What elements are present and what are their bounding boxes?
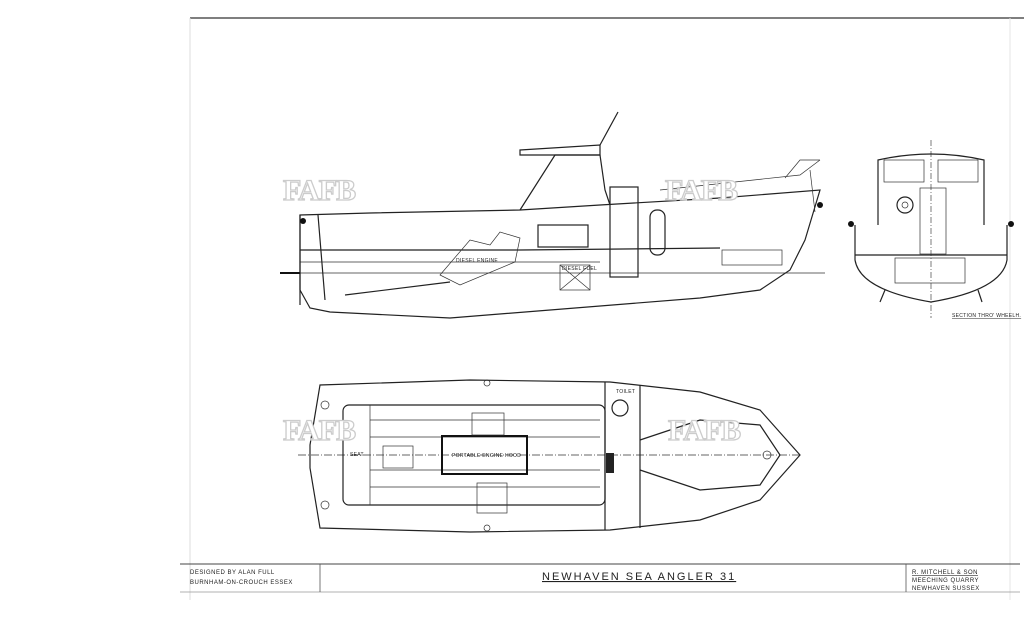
- drawing-title: NEWHAVEN SEA ANGLER 31: [542, 571, 736, 583]
- watermark: FAFB: [668, 414, 741, 447]
- deck-outline: [309, 379, 801, 533]
- toilet-label: TOILET: [616, 389, 635, 395]
- plan-view: PORTABLE ENGINE HOOD SEAT TOILET: [298, 379, 801, 533]
- watermark: FAFB: [283, 414, 356, 447]
- porthole: [649, 209, 666, 256]
- builder-address-2: NEWHAVEN SUSSEX: [912, 586, 980, 592]
- hull-outline: [299, 189, 821, 319]
- door: [609, 186, 639, 278]
- builder-address-1: MEECHING QUARRY: [912, 578, 979, 584]
- designer-address: BURNHAM-ON-CROUCH ESSEX: [190, 580, 293, 586]
- engine-hatch-label: PORTABLE ENGINE HOOD: [452, 453, 521, 459]
- seat-label: SEAT: [350, 452, 364, 458]
- section-view: SECTION THRO' WHEELH.: [848, 140, 1021, 319]
- propshaft: [344, 281, 451, 296]
- watermark: FAFB: [283, 174, 356, 207]
- engine-hatch: [441, 435, 528, 475]
- watermark: FAFB: [665, 174, 738, 207]
- cabin-window: [537, 224, 589, 248]
- designer-line: DESIGNED BY ALAN FULL: [190, 570, 275, 576]
- section-hull: [854, 225, 1008, 303]
- wheel-icon: [896, 196, 914, 214]
- mast: [599, 111, 619, 146]
- side-profile: DIESEL ENGINE DIESEL FUEL: [280, 111, 825, 319]
- title-block: DESIGNED BY ALAN FULL BURNHAM-ON-CROUCH …: [180, 563, 1020, 593]
- door: [919, 187, 947, 255]
- engine: [439, 231, 521, 286]
- fuel-tank: [559, 264, 591, 291]
- fuel-label: DIESEL FUEL: [562, 266, 597, 272]
- section-label: SECTION THRO' WHEELH.: [952, 313, 1021, 319]
- engine-label: DIESEL ENGINE: [456, 258, 498, 264]
- hardtop: [519, 144, 601, 156]
- builder-name: R. MITCHELL & SON: [912, 570, 978, 576]
